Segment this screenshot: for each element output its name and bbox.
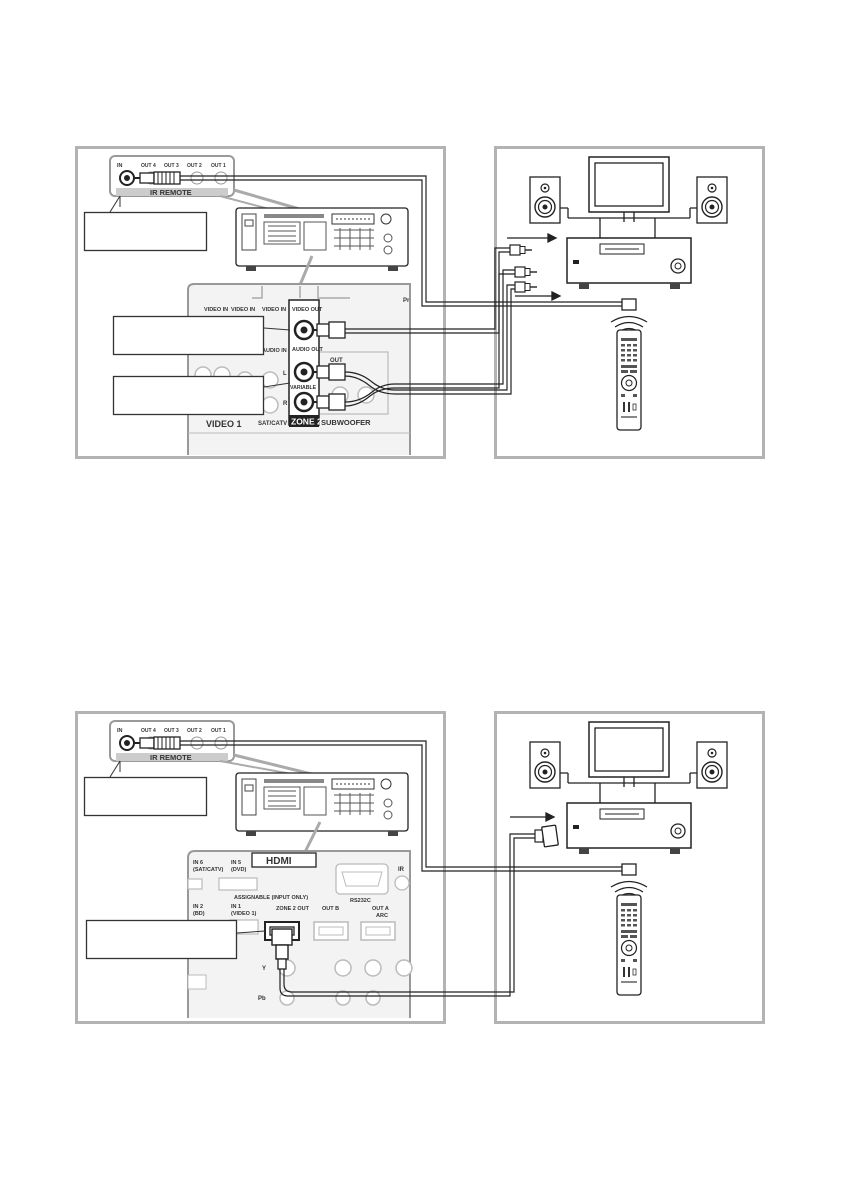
hdmi-title: HDMI (266, 856, 292, 867)
rca-plug-audio-r[interactable] (313, 393, 346, 411)
ir-mini-plug-2[interactable] (134, 736, 181, 750)
zone2-label: ZONE 2 (291, 417, 322, 427)
callout-box-ir-in-2 (83, 776, 208, 817)
arrow-icon (507, 232, 562, 302)
video-out-label: VIDEO OUT (292, 307, 323, 313)
in1-label: IN 1 (231, 904, 241, 910)
ir-out4-label-2: OUT 4 (141, 728, 156, 734)
ir-out3-label-2: OUT 3 (164, 728, 179, 734)
rca-plug-audio-l[interactable] (313, 363, 346, 381)
ir-in-label-2: IN (117, 728, 123, 734)
ir-out1-label: OUT 1 (211, 163, 226, 169)
remote-zone-equipment (507, 156, 728, 431)
cables-diagram-2 (180, 740, 622, 997)
zone2-out-label: ZONE 2 OUT (276, 906, 310, 912)
in2-sub-label: (BD) (193, 911, 205, 917)
in5-sub-label: (DVD) (231, 867, 246, 873)
video-in-left-label: VIDEO IN (204, 307, 228, 313)
ir-out3-label: OUT 3 (164, 163, 179, 169)
in1-sub-label: (VIDEO 1) (231, 911, 257, 917)
tv-2 (588, 721, 670, 787)
variable-label: VARIABLE (290, 385, 317, 391)
diagram-2-hdmi: IN OUT 4 OUT 3 OUT 2 OUT 1 IR REMOTE (75, 711, 765, 1024)
video1-label: VIDEO 1 (206, 419, 242, 429)
in6-sub-label: (SAT/CATV) (193, 867, 224, 873)
callout-box-zone2-out (85, 919, 238, 960)
callout-box-ir-in (83, 211, 208, 252)
ch-r-label: R (283, 401, 288, 407)
remote-control-icon-2 (616, 894, 642, 996)
ir-out2-label-2: OUT 2 (187, 728, 202, 734)
right-speaker-2 (696, 741, 728, 789)
diagram-1-analog: IN OUT 4 OUT 3 OUT 2 OUT 1 IR REMOTE (75, 146, 765, 459)
in6-label: IN 6 (193, 860, 203, 866)
remote-receiver-2 (566, 802, 692, 854)
assignable-label: ASSIGNABLE (INPUT ONLY) (234, 895, 308, 901)
arc-label: ARC (376, 913, 388, 919)
receiver-thumbnail-2 (235, 772, 409, 837)
satcatv-label: SAT/CATV (258, 421, 287, 427)
ir-out2-label: OUT 2 (187, 163, 202, 169)
audio-out-label: AUDIO OUT (292, 347, 324, 353)
in5-label: IN 5 (231, 860, 241, 866)
subwoofer-label: SUBWOOFER (321, 418, 371, 427)
callout-box-audio-out (112, 375, 265, 416)
remote-control-icon (616, 329, 642, 431)
ir-out1-label-2: OUT 1 (211, 728, 226, 734)
edge-ir-label: IR (398, 867, 405, 873)
left-speaker (529, 176, 561, 224)
video-in-mid-label: VIDEO IN (231, 307, 255, 313)
edge-pr-label: Pr (403, 298, 410, 304)
audio-in-label: AUDIO IN (262, 348, 287, 354)
right-speaker (696, 176, 728, 224)
remote-receiver (566, 237, 692, 289)
hdmi-plug-receiver (534, 824, 559, 848)
hdmi-plug-zone2[interactable] (271, 928, 293, 970)
arrow-icon-2 (510, 811, 556, 823)
left-speaker-2 (529, 741, 561, 789)
edge-y-label: Y (262, 966, 266, 972)
ir-remote-title: IR REMOTE (150, 188, 192, 197)
rca-plug-video[interactable] (313, 321, 346, 339)
ir-in-label: IN (117, 163, 123, 169)
cables-diagram-1 (180, 175, 622, 407)
callout-box-video-out (112, 315, 265, 356)
rs232c-label: RS232C (350, 898, 371, 904)
ir-remote-title-2: IR REMOTE (150, 753, 192, 762)
out-b-label: OUT B (322, 906, 339, 912)
out-label: OUT (330, 358, 343, 364)
video-in-right-label: VIDEO IN (262, 307, 286, 313)
remote-zone-equipment-2 (510, 721, 728, 996)
back-panel-zoom: VIDEO IN VIDEO IN VIDEO IN AUDIO IN Pr O… (187, 283, 411, 455)
ir-receiver-sensor (621, 298, 637, 311)
tv (588, 156, 670, 222)
edge-pb-label: Pb (258, 996, 266, 1002)
ch-l-label: L (283, 371, 287, 377)
receiver-thumbnail (235, 207, 409, 272)
ir-receiver-sensor-2 (621, 863, 637, 876)
ir-mini-plug[interactable] (134, 171, 181, 185)
ir-out4-label: OUT 4 (141, 163, 156, 169)
in2-label: IN 2 (193, 904, 203, 910)
out-a-label: OUT A (372, 906, 389, 912)
